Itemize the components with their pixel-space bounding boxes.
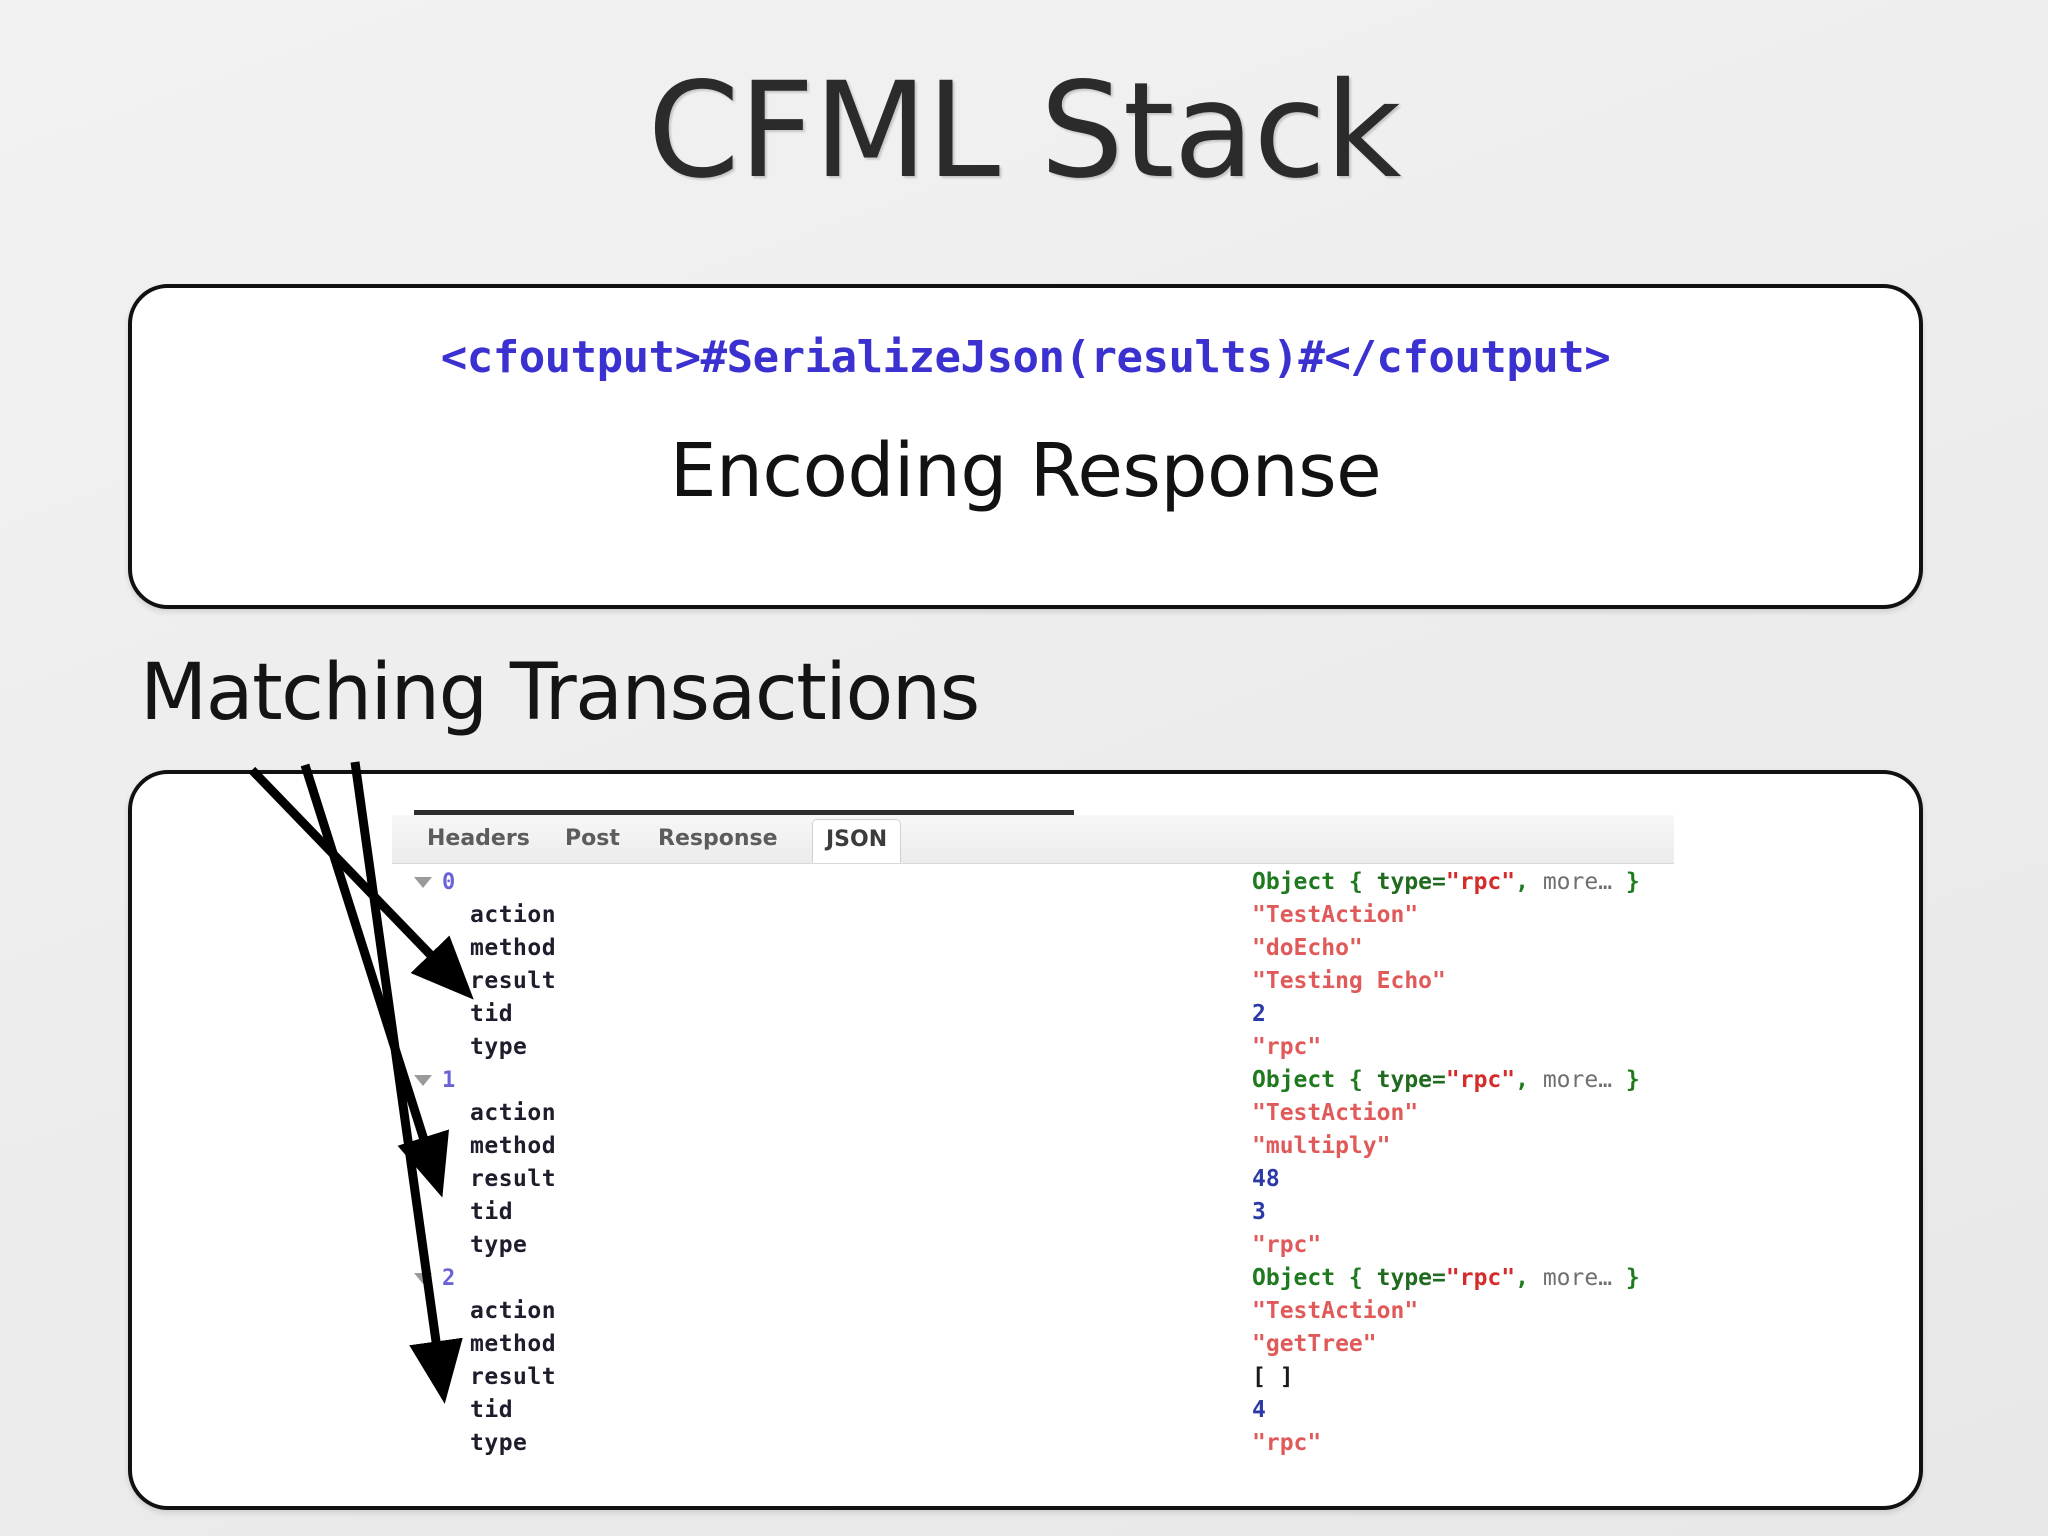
json-key-result: result bbox=[470, 968, 557, 994]
json-property-row[interactable]: tid 4 bbox=[392, 1394, 1674, 1427]
json-property-row[interactable]: result [ ] bbox=[392, 1361, 1674, 1394]
tab-response[interactable]: Response bbox=[658, 826, 778, 851]
json-value-action: "TestAction" bbox=[1252, 1100, 1419, 1126]
json-property-row[interactable]: result "Testing Echo" bbox=[392, 965, 1674, 998]
page-title: CFML Stack bbox=[647, 54, 1402, 208]
tabstrip-rule bbox=[414, 810, 1074, 815]
code-panel: <cfoutput>#SerializeJson(results)#</cfou… bbox=[128, 284, 1923, 609]
json-value-action: "TestAction" bbox=[1252, 902, 1419, 928]
json-value-type: "rpc" bbox=[1252, 1232, 1322, 1258]
json-key-tid: tid bbox=[470, 1199, 514, 1225]
json-property-row[interactable]: type "rpc" bbox=[392, 1427, 1674, 1460]
json-object-summary: Object { type="rpc", more… } bbox=[1252, 1067, 1640, 1093]
tab-headers[interactable]: Headers bbox=[427, 826, 530, 851]
json-value-type: "rpc" bbox=[1252, 1430, 1322, 1456]
json-property-row[interactable]: tid 3 bbox=[392, 1196, 1674, 1229]
json-index-label: 0 bbox=[442, 870, 456, 895]
json-property-row[interactable]: method "doEcho" bbox=[392, 932, 1674, 965]
json-index-row[interactable]: 1 Object { type="rpc", more… } bbox=[392, 1064, 1674, 1097]
json-property-row[interactable]: tid 2 bbox=[392, 998, 1674, 1031]
json-value-action: "TestAction" bbox=[1252, 1298, 1419, 1324]
json-index-label: 1 bbox=[442, 1068, 456, 1093]
json-object-summary: Object { type="rpc", more… } bbox=[1252, 1265, 1640, 1291]
tab-post[interactable]: Post bbox=[565, 826, 620, 851]
json-value-method: "getTree" bbox=[1252, 1331, 1377, 1357]
json-object-summary: Object { type="rpc", more… } bbox=[1252, 869, 1640, 895]
triangle-down-icon[interactable] bbox=[414, 877, 432, 888]
json-index-row[interactable]: 2 Object { type="rpc", more… } bbox=[392, 1262, 1674, 1295]
tab-json[interactable]: JSON bbox=[812, 819, 902, 863]
json-value-result: 48 bbox=[1252, 1166, 1280, 1192]
json-value-type: "rpc" bbox=[1252, 1034, 1322, 1060]
json-property-row[interactable]: result 48 bbox=[392, 1163, 1674, 1196]
json-property-row[interactable]: action "TestAction" bbox=[392, 899, 1674, 932]
json-property-row[interactable]: method "multiply" bbox=[392, 1130, 1674, 1163]
json-key-action: action bbox=[470, 1100, 557, 1126]
json-key-method: method bbox=[470, 1331, 557, 1357]
json-key-type: type bbox=[470, 1430, 528, 1456]
json-value-tid: 4 bbox=[1252, 1397, 1266, 1423]
json-key-result: result bbox=[470, 1364, 557, 1390]
json-key-method: method bbox=[470, 1133, 557, 1159]
json-key-result: result bbox=[470, 1166, 557, 1192]
json-index-label: 2 bbox=[442, 1266, 456, 1291]
json-value-result: "Testing Echo" bbox=[1252, 968, 1446, 994]
section-label: Matching Transactions bbox=[140, 648, 980, 738]
json-property-row[interactable]: action "TestAction" bbox=[392, 1295, 1674, 1328]
cfml-code-line: <cfoutput>#SerializeJson(results)#</cfou… bbox=[440, 332, 1611, 383]
json-property-row[interactable]: method "getTree" bbox=[392, 1328, 1674, 1361]
json-property-row[interactable]: action "TestAction" bbox=[392, 1097, 1674, 1130]
json-value-method: "multiply" bbox=[1252, 1133, 1391, 1159]
json-value-tid: 3 bbox=[1252, 1199, 1266, 1225]
json-value-method: "doEcho" bbox=[1252, 935, 1363, 961]
json-property-row[interactable]: type "rpc" bbox=[392, 1229, 1674, 1262]
json-key-type: type bbox=[470, 1034, 528, 1060]
json-value-result: [ ] bbox=[1252, 1364, 1294, 1390]
json-key-action: action bbox=[470, 902, 557, 928]
json-key-method: method bbox=[470, 935, 557, 961]
tab-bar: Headers Post Response JSON bbox=[392, 815, 1674, 864]
json-index-row[interactable]: 0 Object { type="rpc", more… } bbox=[392, 866, 1674, 899]
code-panel-caption: Encoding Response bbox=[669, 428, 1382, 514]
triangle-down-icon[interactable] bbox=[414, 1273, 432, 1284]
json-value-tid: 2 bbox=[1252, 1001, 1266, 1027]
triangle-down-icon[interactable] bbox=[414, 1075, 432, 1086]
json-key-tid: tid bbox=[470, 1001, 514, 1027]
json-key-action: action bbox=[470, 1298, 557, 1324]
json-key-tid: tid bbox=[470, 1397, 514, 1423]
json-key-type: type bbox=[470, 1232, 528, 1258]
json-property-row[interactable]: type "rpc" bbox=[392, 1031, 1674, 1064]
